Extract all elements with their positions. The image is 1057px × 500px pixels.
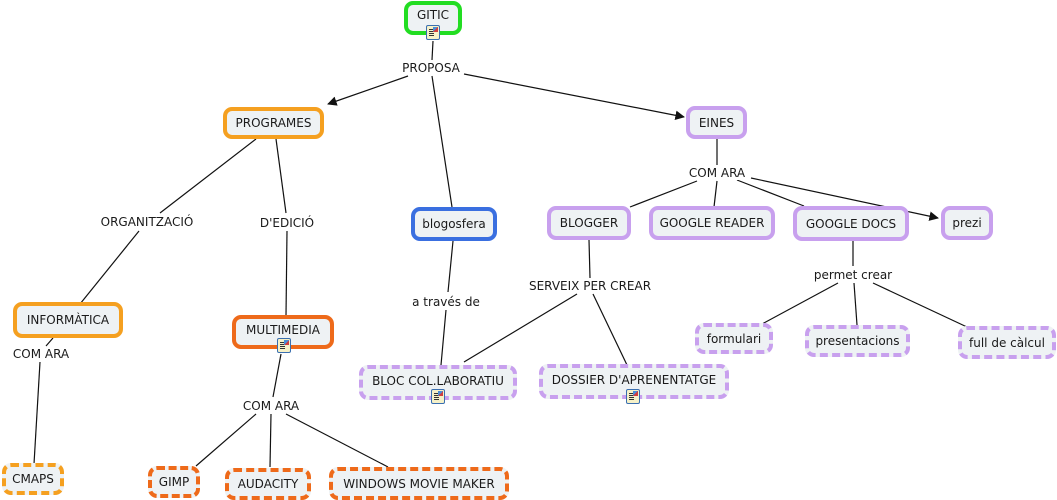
concept-label: BLOGGER bbox=[559, 216, 619, 230]
concept-gitic[interactable]: GITIC bbox=[404, 1, 462, 35]
document-resource-icon[interactable] bbox=[431, 389, 445, 404]
concept-blogger[interactable]: BLOGGER bbox=[547, 206, 631, 240]
linking-phrase-a-traves-de[interactable]: a través de bbox=[411, 295, 481, 309]
link-comara-audacity bbox=[269, 413, 272, 468]
concept-label: GOOGLE DOCS bbox=[805, 216, 897, 231]
concept-label: GIMP bbox=[158, 475, 190, 489]
link-multimedia-comara bbox=[272, 353, 282, 398]
link-atraves-bloc bbox=[440, 309, 447, 366]
concept-google-reader[interactable]: GOOGLE READER bbox=[649, 206, 775, 240]
linking-phrase-com-ara[interactable]: COM ARA bbox=[241, 399, 301, 413]
link-organitzacio-informatica bbox=[79, 230, 140, 305]
link-comara-blogger bbox=[629, 180, 698, 208]
link-comara-wmm bbox=[285, 413, 389, 468]
concept-formulari[interactable]: formulari bbox=[695, 323, 773, 354]
linking-phrase-permet-crear[interactable]: permet crear bbox=[812, 268, 894, 282]
concept-label: prezi bbox=[952, 216, 982, 230]
concept-blogosfera[interactable]: blogosfera bbox=[411, 207, 497, 241]
concept-label: EINES bbox=[698, 115, 735, 130]
document-resource-icon[interactable] bbox=[626, 389, 640, 404]
linking-phrase-proposa[interactable]: PROPOSA bbox=[401, 61, 461, 75]
concept-programes[interactable]: PROGRAMES bbox=[223, 107, 324, 139]
link-programes-organitzacio bbox=[159, 138, 257, 214]
link-permet-fullcalcul bbox=[872, 282, 968, 328]
link-gitic-proposa bbox=[431, 40, 434, 61]
link-programes-dedicio bbox=[275, 138, 287, 214]
link-comara-greader bbox=[713, 180, 718, 208]
concept-informatica[interactable]: INFORMÀTICA bbox=[13, 302, 123, 338]
link-proposa-eines bbox=[463, 73, 685, 121]
link-informatica-comara bbox=[45, 337, 54, 347]
concept-gimp[interactable]: GIMP bbox=[148, 466, 200, 498]
concept-label: presentacions bbox=[815, 334, 900, 348]
concept-label: formulari bbox=[706, 331, 762, 346]
concept-eines[interactable]: EINES bbox=[686, 106, 747, 139]
link-proposa-programes bbox=[327, 75, 409, 106]
linking-phrase-dedicio[interactable]: D'EDICIÓ bbox=[258, 216, 316, 230]
concept-google-docs[interactable]: GOOGLE DOCS bbox=[793, 206, 909, 241]
concept-label: PROGRAMES bbox=[235, 116, 312, 130]
concept-label: BLOC COL.LABORATIU bbox=[372, 373, 504, 388]
concept-audacity[interactable]: AUDACITY bbox=[225, 468, 311, 500]
link-permet-presentacions bbox=[853, 282, 858, 326]
linking-phrase-com-ara[interactable]: COM ARA bbox=[687, 166, 747, 180]
concept-label: AUDACITY bbox=[237, 477, 299, 491]
concept-label: CMAPS bbox=[12, 472, 54, 486]
link-blogger-serveix bbox=[588, 239, 591, 279]
concept-label: WINDOWS MOVIE MAKER bbox=[343, 476, 495, 491]
link-proposa-blogosfera bbox=[431, 75, 453, 208]
concept-cmaps[interactable]: CMAPS bbox=[2, 463, 64, 495]
link-comara-gdocs bbox=[736, 179, 805, 207]
link-dedicio-multimedia bbox=[285, 230, 288, 317]
linking-phrase-organitzacio[interactable]: ORGANITZACIÓ bbox=[99, 215, 195, 229]
link-comara-cmaps bbox=[33, 361, 41, 465]
document-resource-icon[interactable] bbox=[426, 25, 440, 40]
concept-presentacions[interactable]: presentacions bbox=[805, 325, 910, 357]
concept-label: GITIC bbox=[416, 8, 450, 22]
concept-windows-movie-maker[interactable]: WINDOWS MOVIE MAKER bbox=[329, 467, 509, 500]
concept-label: DOSSIER D'APRENENTATGE bbox=[551, 372, 717, 387]
link-comara-gimp bbox=[195, 413, 257, 467]
linking-phrase-com-ara[interactable]: COM ARA bbox=[11, 347, 71, 361]
concept-label: full de càlcul bbox=[969, 335, 1045, 350]
concept-label: GOOGLE READER bbox=[659, 216, 765, 230]
concept-label: blogosfera bbox=[422, 217, 486, 231]
document-resource-icon[interactable] bbox=[277, 338, 291, 353]
link-serveix-dossier bbox=[592, 293, 628, 366]
link-blogosfera-atraves bbox=[447, 240, 454, 293]
link-permet-formulari bbox=[761, 282, 839, 325]
link-serveix-bloc bbox=[463, 293, 578, 363]
concept-full-de-calcul[interactable]: full de càlcul bbox=[958, 326, 1056, 359]
concept-label: INFORMÀTICA bbox=[26, 313, 110, 327]
linking-phrase-serveix-per-crear[interactable]: SERVEIX PER CREAR bbox=[527, 279, 653, 293]
concept-label: MULTIMEDIA bbox=[246, 323, 320, 337]
concept-prezi[interactable]: prezi bbox=[941, 206, 993, 240]
